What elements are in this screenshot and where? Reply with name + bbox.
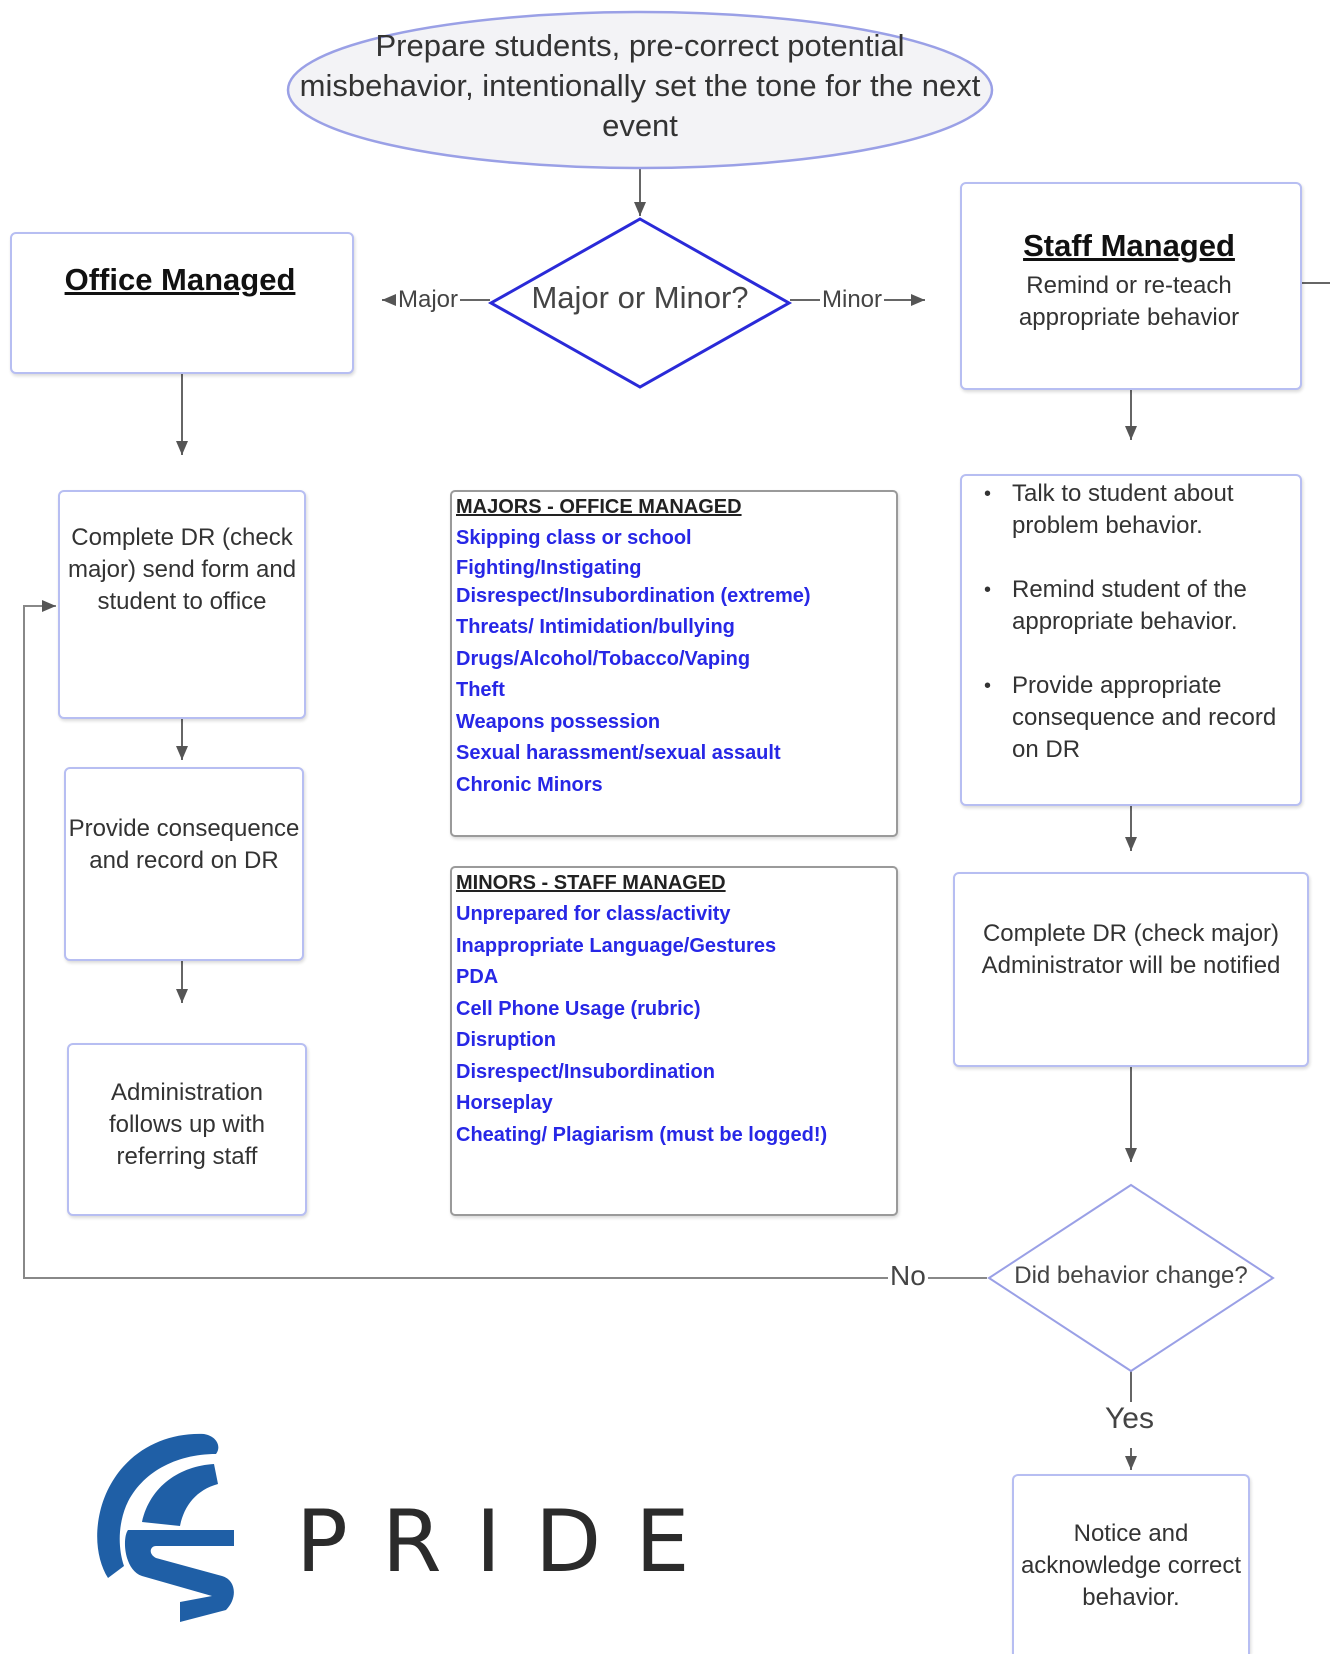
minors-item: PDA <box>456 966 499 988</box>
yes-label: Yes <box>1103 1402 1156 1436</box>
majors-heading: MAJORS - OFFICE MANAGED <box>456 496 742 518</box>
start-text: Prepare students, pre-correct potential … <box>299 28 981 143</box>
minors-item: Cell Phone Usage (rubric) <box>456 997 701 1020</box>
decision-diamond-major-minor <box>487 217 793 389</box>
minor-label: Minor <box>820 286 885 314</box>
majors-list: Skipping class or school Fighting/Instig… <box>456 523 811 801</box>
majors-item: Disrespect/Insubordination (extreme) <box>456 584 811 607</box>
majors-item: Drugs/Alcohol/Tobacco/Vaping <box>456 647 751 670</box>
minors-list: Unprepared for class/activity Inappropri… <box>456 899 827 1151</box>
office-managed-title: Office Managed <box>64 262 296 297</box>
majors-item: Skipping class or school <box>456 527 692 549</box>
no-label: No <box>888 1260 928 1292</box>
office-step-admin-followup-text: Administration follows up with referring… <box>108 1079 266 1170</box>
decision-behavior-change-text: Did behavior change? <box>1014 1262 1248 1289</box>
majors-item: Weapons possession <box>456 710 661 733</box>
minors-item: Cheating/ Plagiarism (must be logged!) <box>456 1123 828 1146</box>
staff-complete-dr-text: Complete DR (check major) Administrator … <box>981 920 1281 979</box>
minors-list-box: MINORS - STAFF MANAGED Unprepared for cl… <box>450 866 898 1216</box>
office-step-consequence: Provide consequence and record on DR <box>64 767 304 961</box>
staff-managed-box: Staff Managed Remind or re-teach appropr… <box>960 182 1302 390</box>
office-step-admin-followup: Administration follows up with referring… <box>67 1043 307 1216</box>
majors-item: Chronic Minors <box>456 773 603 796</box>
spartan-helmet-logo-icon <box>97 1433 234 1622</box>
staff-complete-dr-box: Complete DR (check major) Administrator … <box>953 872 1309 1067</box>
minors-heading: MINORS - STAFF MANAGED <box>456 872 726 894</box>
staff-action-item: Remind student of the appropriate behavi… <box>962 574 1292 638</box>
office-step-complete-dr-text: Complete DR (check major) send form and … <box>67 524 297 615</box>
decision-major-minor-text: Major or Minor? <box>531 280 749 315</box>
start-ellipse <box>286 10 994 170</box>
office-managed-box: Office Managed <box>10 232 354 374</box>
staff-actions-list: Talk to student about problem behavior. … <box>962 478 1292 798</box>
minors-item: Unprepared for class/activity <box>456 903 731 925</box>
staff-managed-title: Staff Managed <box>1023 228 1235 263</box>
staff-managed-subtitle: Remind or re-teach appropriate behavior <box>1018 272 1240 331</box>
majors-list-box: MAJORS - OFFICE MANAGED Skipping class o… <box>450 490 898 837</box>
staff-action-item: Talk to student about problem behavior. <box>962 478 1292 542</box>
minors-item: Disrespect/Insubordination <box>456 1060 715 1083</box>
staff-action-item: Provide appropriate consequence and reco… <box>962 670 1292 766</box>
end-box: Notice and acknowledge correct behavior. <box>1012 1474 1250 1654</box>
office-step-consequence-text: Provide consequence and record on DR <box>68 815 300 874</box>
majors-item: Sexual harassment/sexual assault <box>456 742 781 764</box>
majors-item: Fighting/Instigating <box>456 556 642 579</box>
office-step-complete-dr: Complete DR (check major) send form and … <box>58 490 306 719</box>
logo-text: PRIDE <box>296 1492 724 1592</box>
decision-diamond-behavior-change <box>987 1183 1275 1373</box>
minors-item: Horseplay <box>456 1092 553 1114</box>
minors-item: Disruption <box>456 1029 556 1051</box>
end-text: Notice and acknowledge correct behavior. <box>1020 1520 1242 1611</box>
staff-actions-box: Talk to student about problem behavior. … <box>960 474 1302 806</box>
majors-item: Threats/ Intimidation/bullying <box>456 616 735 638</box>
minors-item: Inappropriate Language/Gestures <box>456 934 777 957</box>
majors-item: Theft <box>456 679 505 701</box>
major-label: Major <box>396 286 461 314</box>
